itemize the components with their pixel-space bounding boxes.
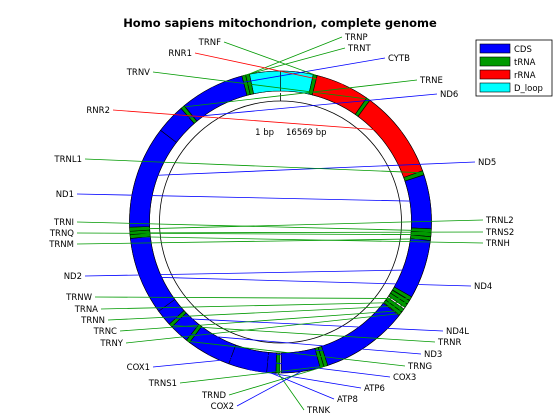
callout-line-trnp: [247, 36, 343, 75]
legend-swatch-d-loop: [479, 82, 511, 93]
inner-ring-edge: [149, 90, 412, 354]
callout-line-nd5: [136, 161, 476, 177]
end-bp-label: 16569 bp: [286, 128, 327, 138]
callout-label-trnc: TRNC: [93, 327, 117, 337]
callout-label-trni: TRNI: [53, 218, 74, 228]
callout-label-trnd: TRND: [201, 391, 226, 401]
callout-label-trnt: TRNT: [347, 44, 371, 54]
feature-trnn: [388, 292, 408, 308]
callout-label-nd4: ND4: [474, 282, 492, 292]
callout-label-nd5: ND5: [478, 158, 496, 168]
callout-label-trnp: TRNP: [344, 33, 368, 43]
callout-line-trns2: [129, 231, 484, 234]
callout-label-trne: TRNE: [419, 76, 443, 86]
callout-line-trnh: [130, 236, 484, 244]
chart-title: Homo sapiens mitochondrion, complete gen…: [123, 16, 437, 30]
callout-line-nd3: [178, 333, 422, 355]
callout-line-trnd: [228, 366, 323, 396]
callout-line-trng: [187, 340, 406, 367]
legend-swatch-cds: [479, 43, 511, 54]
callout-line-trnf: [223, 41, 316, 76]
feature-nd2: [393, 237, 431, 298]
callout-label-trnq: TRNQ: [49, 229, 74, 239]
callout-label-trnr: TRNR: [437, 338, 461, 348]
callout-line-nd4: [139, 276, 472, 287]
callout-line-trnl2: [129, 219, 484, 230]
callout-label-trnl1: TRNL1: [53, 155, 82, 165]
feature-callouts: TRNPTRNTCYTBTRNEND6ND5TRNL2TRNS2TRNHND4N…: [48, 33, 514, 416]
callout-line-atp8: [269, 372, 335, 400]
callout-label-nd6: ND6: [440, 90, 458, 100]
callout-label-trnh: TRNH: [485, 239, 510, 249]
callout-label-trns1: TRNS1: [148, 379, 177, 389]
callout-label-atp6: ATP6: [364, 384, 385, 394]
feature-nd4: [130, 236, 176, 312]
callout-line-trnw: [94, 296, 411, 300]
callout-line-nd1: [76, 193, 431, 202]
feature-nd5: [129, 129, 177, 228]
callout-line-rnr2: [112, 109, 402, 132]
callout-label-trnl2: TRNL2: [485, 216, 514, 226]
callout-line-cox1: [152, 345, 368, 368]
callout-label-cox3: COX3: [393, 373, 416, 383]
callout-label-trny: TRNY: [99, 339, 123, 349]
callout-line-trnl1: [84, 158, 424, 174]
feature-trnw: [392, 286, 413, 301]
callout-line-atp6: [247, 368, 362, 389]
feature-nd1: [404, 174, 432, 230]
callout-line-trnc: [119, 310, 403, 332]
legend-label-d-loop: D_loop: [514, 84, 543, 94]
feature-d-loop: [249, 70, 281, 95]
legend: CDS tRNA rRNA D_loop: [475, 39, 553, 97]
callout-label-trnv: TRNV: [126, 68, 150, 78]
callout-label-trng: TRNG: [407, 362, 432, 372]
callout-line-cox2: [236, 371, 302, 407]
callout-label-nd3: ND3: [424, 350, 442, 360]
callout-line-rnr1: [194, 52, 343, 85]
start-bp-label: 1 bp: [255, 128, 274, 138]
callout-line-trnn: [107, 305, 407, 321]
callout-line-trns1: [179, 365, 326, 384]
callout-label-trnm: TRNM: [48, 240, 74, 250]
callout-line-trnr: [170, 325, 436, 343]
callout-label-trnf: TRNF: [198, 38, 221, 48]
callout-line-trnk: [277, 372, 305, 411]
legend-label-cds: CDS: [514, 45, 532, 55]
callout-line-trna: [100, 301, 409, 310]
callout-label-trns2: TRNS2: [485, 228, 514, 238]
callout-label-trna: TRNA: [74, 305, 98, 315]
legend-label-trna: tRNA: [514, 58, 536, 68]
legend-label-rrna: rRNA: [514, 71, 536, 81]
feature-segments: [129, 70, 432, 374]
callout-label-trnk: TRNK: [306, 406, 330, 416]
callout-line-trny: [125, 313, 401, 344]
callout-label-nd1: ND1: [56, 190, 74, 200]
callout-label-trnw: TRNW: [65, 293, 92, 303]
callout-line-trnv: [152, 71, 369, 100]
callout-label-rnr1: RNR1: [168, 49, 192, 59]
feature-rnr1: [311, 75, 368, 115]
callout-line-nd2: [84, 269, 424, 277]
legend-swatch-rrna: [479, 69, 511, 80]
callout-label-trnn: TRNN: [80, 316, 105, 326]
callout-label-cytb: CYTB: [388, 54, 410, 64]
callout-label-atp8: ATP8: [337, 395, 358, 405]
callout-line-trnt: [243, 47, 346, 76]
callout-line-trne: [182, 79, 418, 108]
legend-swatch-trna: [479, 56, 511, 67]
callout-label-nd4l: ND4L: [446, 327, 469, 337]
callout-line-nd6: [170, 93, 438, 120]
callout-label-rnr2: RNR2: [86, 106, 110, 116]
feature-rnr2: [357, 99, 423, 178]
callout-line-trni: [76, 221, 432, 232]
callout-label-cox1: COX1: [127, 363, 150, 373]
callout-label-nd2: ND2: [64, 272, 82, 282]
callout-line-trnm: [76, 238, 431, 245]
callout-label-cox2: COX2: [211, 402, 234, 412]
callout-line-trnq: [76, 232, 432, 236]
